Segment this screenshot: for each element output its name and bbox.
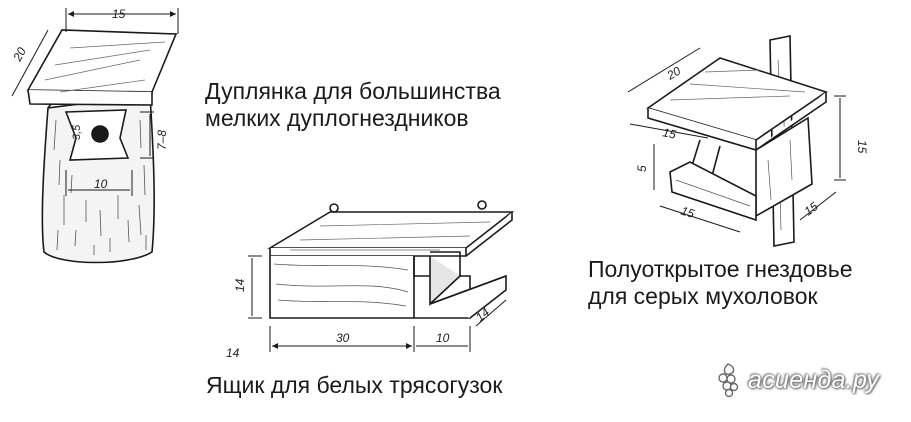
dim-shelf-side: 15: [802, 199, 821, 218]
dim-box-length: 30: [336, 331, 350, 345]
watermark-text: асиенда.ру: [748, 366, 880, 394]
dim-shelf-front: 15: [661, 125, 677, 142]
watermark: асиенда.ру: [712, 362, 902, 402]
caption-half-open: Полуоткрытое гнездовье для серых мухолов…: [588, 256, 853, 310]
dim-log-width: 10: [94, 177, 108, 191]
dim-log-roof-depth: 20: [10, 45, 29, 65]
caption-wagtail-box: Ящик для белых трясогузок: [206, 372, 503, 398]
dim-shelf-gap: 5: [635, 165, 649, 172]
dim-shelf-roof: 20: [664, 64, 684, 83]
dim-shelf-bottom: 15: [679, 204, 696, 222]
dim-log-height: 7–8: [155, 130, 169, 150]
caption-hollow-log: Дуплянка для большинства мелких дуплогне…: [205, 78, 501, 132]
hollow-log-drawing: [11, 8, 179, 264]
dim-box-side: 14: [226, 346, 240, 360]
dim-box-height: 14: [233, 278, 247, 292]
caption-half-open-line1: Полуоткрытое гнездовье: [588, 256, 853, 282]
caption-half-open-line2: для серых мухоловок: [588, 283, 818, 309]
dim-log-roof-width: 15: [112, 7, 126, 21]
dim-log-hole: 3,5: [71, 124, 83, 140]
dim-box-open-part: 10: [436, 331, 450, 345]
half-open-shelf-drawing: [627, 35, 846, 247]
grapevine-icon: [718, 363, 739, 398]
caption-hollow-log-line2: мелких дуплогнездников: [205, 105, 469, 131]
wagtail-box-drawing: [248, 200, 515, 352]
dim-shelf-height: 15: [855, 140, 869, 154]
caption-hollow-log-line1: Дуплянка для большинства: [205, 78, 501, 104]
